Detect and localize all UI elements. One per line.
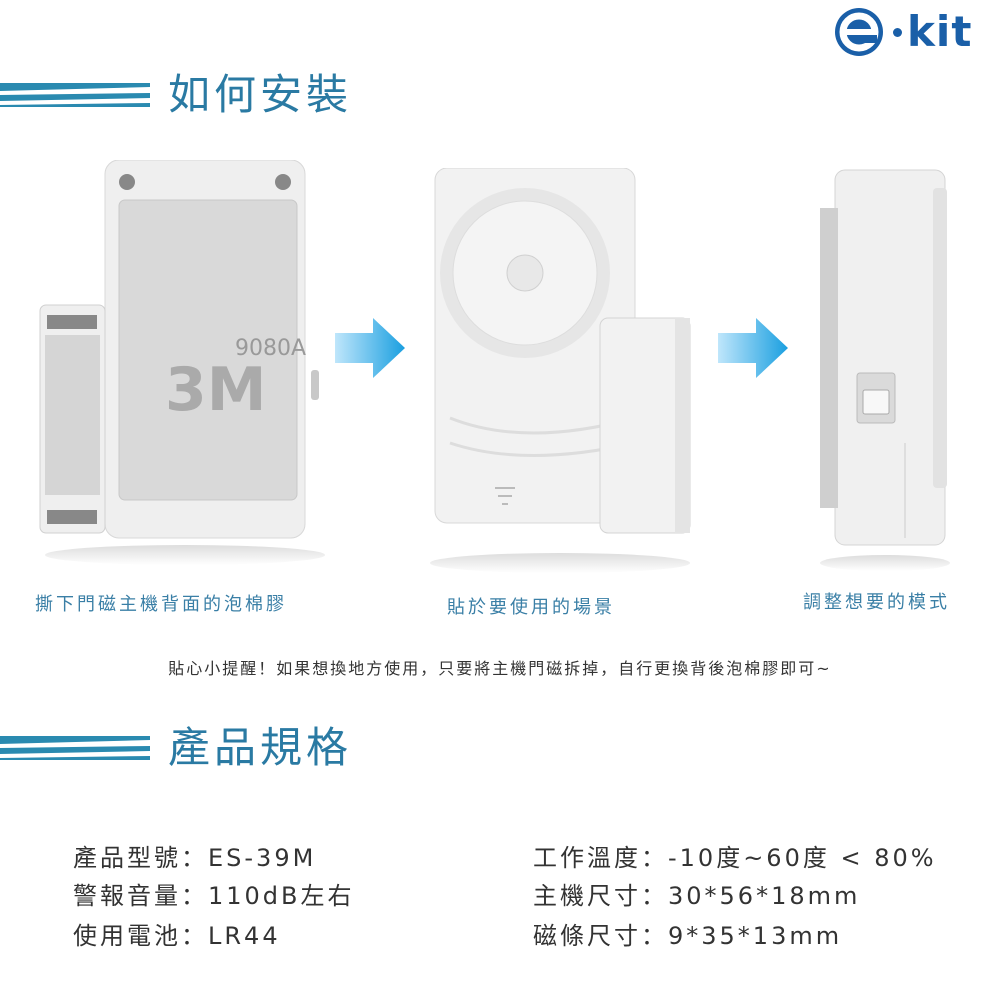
spec-value: LR44 — [208, 922, 281, 950]
spec-label: 主機尺寸： — [533, 882, 668, 910]
arrow-right-icon-2 — [718, 318, 788, 378]
spec-value: 9*35*13mm — [668, 922, 843, 950]
spec-row: 使用電池：LR44 — [73, 918, 281, 954]
product-front-photo — [430, 168, 691, 573]
tape-3m-mark: 3M — [165, 355, 266, 425]
e-letter-logo-icon — [835, 8, 883, 56]
spec-value: ES-39M — [208, 844, 317, 872]
spec-value: 110dB左右 — [208, 882, 355, 910]
spec-label: 工作溫度： — [533, 844, 668, 872]
section-stripes-icon-2 — [0, 736, 150, 760]
install-title: 如何安裝 — [168, 70, 353, 119]
spec-label: 產品型號： — [73, 844, 208, 872]
spec-value: 30*56*18mm — [668, 882, 861, 910]
spec-row: 磁條尺寸：9*35*13mm — [533, 918, 842, 954]
product-back-photo: 3M 9080A — [39, 160, 325, 565]
step-caption-2: 貼於要使用的場景 — [447, 597, 615, 618]
logo-text: kit — [907, 7, 973, 56]
specs-title: 產品規格 — [168, 723, 353, 772]
spec-row: 警報音量：110dB左右 — [73, 878, 355, 914]
install-tip: 貼心小提醒！如果想換地方使用，只要將主機門磁拆掉，自行更換背後泡棉膠即可~ — [168, 659, 832, 678]
product-side-photo — [820, 169, 950, 571]
arrow-right-icon — [335, 318, 405, 378]
install-section-header: 如何安裝 — [0, 65, 600, 125]
spec-row: 主機尺寸：30*56*18mm — [533, 878, 860, 914]
spec-row: 產品型號：ES-39M — [73, 840, 316, 876]
step-caption-1: 撕下門磁主機背面的泡棉膠 — [35, 594, 287, 615]
section-stripes-icon — [0, 83, 150, 107]
spec-label: 使用電池： — [73, 922, 208, 950]
logo-dot — [893, 28, 902, 37]
spec-label: 磁條尺寸： — [533, 922, 668, 950]
specs-section-header: 產品規格 — [0, 718, 600, 778]
spec-value: -10度~60度 < 80% — [668, 844, 937, 872]
spec-label: 警報音量： — [73, 882, 208, 910]
tape-code-label: 9080A — [235, 336, 306, 361]
ekit-logo: kit — [833, 6, 998, 58]
step-caption-3: 調整想要的模式 — [803, 592, 950, 613]
spec-row: 工作溫度：-10度~60度 < 80% — [533, 840, 937, 876]
